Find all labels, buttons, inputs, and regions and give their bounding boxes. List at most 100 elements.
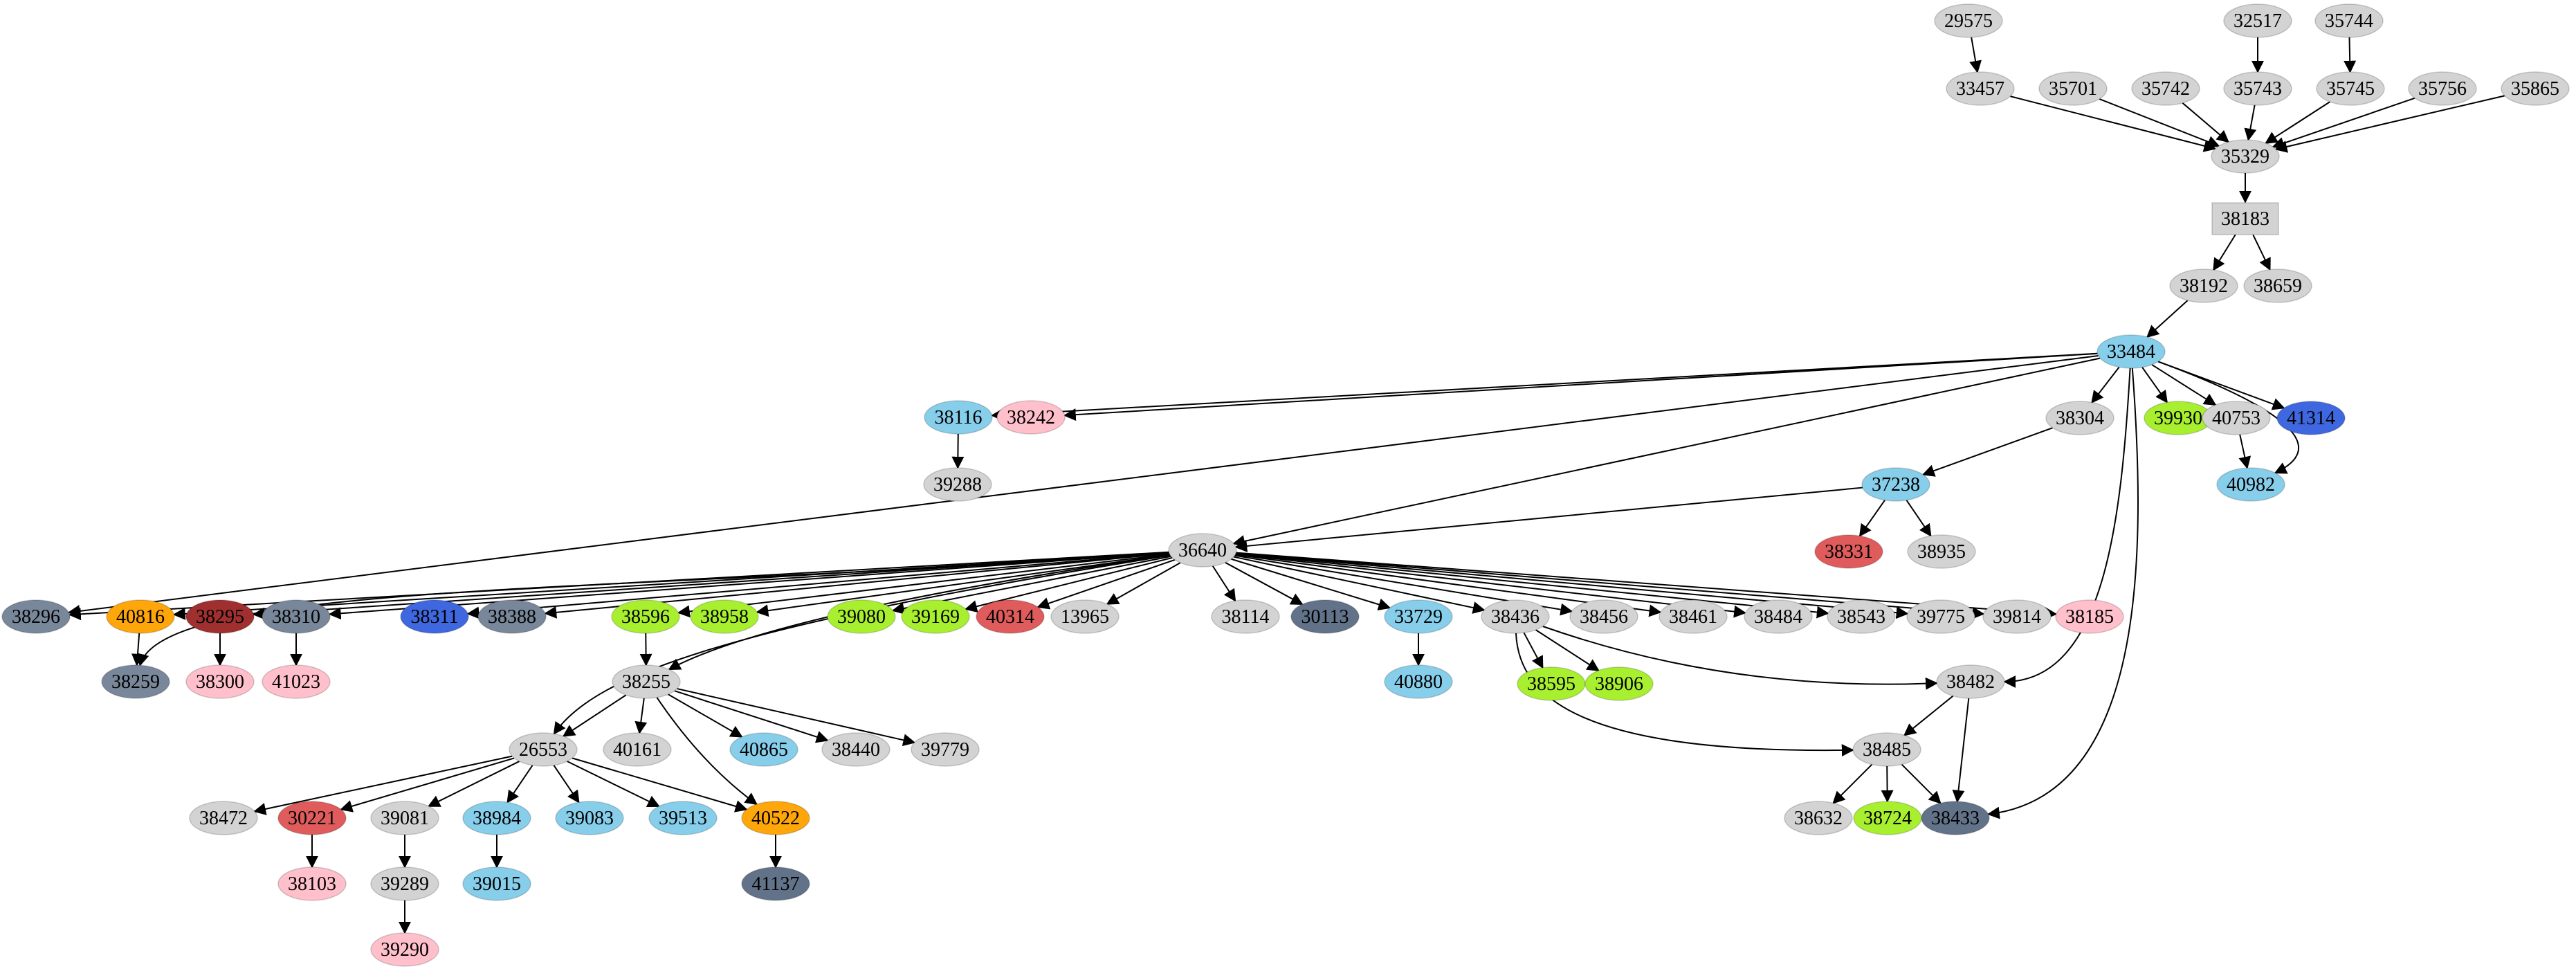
node-38659: 38659 <box>2243 269 2312 303</box>
node-38484: 38484 <box>1744 599 1813 634</box>
edge-38183-38659 <box>2252 234 2271 271</box>
node-38935: 38935 <box>1907 534 1976 569</box>
edge-36640-38311 <box>466 552 1169 619</box>
edge-38485-38433 <box>1901 763 1942 804</box>
node-39775: 39775 <box>1906 599 1975 634</box>
node-33484-ellipse <box>2097 334 2166 369</box>
edge-35745-35329 <box>2265 101 2330 144</box>
node-38456: 38456 <box>1569 599 1638 634</box>
edge-33484-38304 <box>2091 366 2120 403</box>
edge-38436-38595 <box>1523 632 1544 669</box>
node-39169-ellipse <box>901 599 970 634</box>
node-39289-ellipse <box>370 866 439 901</box>
node-39288-ellipse <box>923 467 992 502</box>
node-37238: 37238 <box>1861 467 1930 502</box>
node-38183: 38183 <box>2211 202 2279 235</box>
node-35329-ellipse <box>2211 139 2280 174</box>
node-33484: 33484 <box>2097 334 2166 369</box>
edge-38183-38192 <box>2213 234 2236 271</box>
node-39080-ellipse <box>827 599 896 634</box>
node-40865-ellipse <box>729 732 798 767</box>
node-38724-ellipse <box>1853 801 1922 835</box>
edge-36640-38114 <box>1212 565 1236 602</box>
edge-38436-38482 <box>1542 626 1938 690</box>
node-40522-ellipse <box>741 801 810 835</box>
node-38304: 38304 <box>2045 401 2114 435</box>
node-38659-ellipse <box>2243 269 2312 303</box>
node-29575: 29575 <box>1934 3 2003 38</box>
node-38296: 38296 <box>1 599 71 634</box>
node-40522: 40522 <box>741 801 810 835</box>
node-40161-ellipse <box>603 732 672 767</box>
node-38388-ellipse <box>477 599 547 634</box>
node-35329: 35329 <box>2211 139 2280 174</box>
edge-36640-40816 <box>172 552 1169 620</box>
edge-33484-38242 <box>1063 352 2098 421</box>
edge-38255-26553 <box>562 694 627 737</box>
node-39814: 39814 <box>1982 599 2052 634</box>
node-38906-ellipse <box>1584 666 1654 701</box>
node-38984: 38984 <box>462 801 531 835</box>
node-35745-ellipse <box>2316 71 2385 106</box>
node-38456-ellipse <box>1569 599 1638 634</box>
node-38595: 38595 <box>1517 666 1586 701</box>
node-39775-ellipse <box>1906 599 1975 634</box>
node-33729: 33729 <box>1384 599 1453 634</box>
node-38461-ellipse <box>1659 599 1728 634</box>
edge-38255-40865 <box>668 693 743 738</box>
node-40880-ellipse <box>1384 664 1453 699</box>
node-38484-ellipse <box>1744 599 1813 634</box>
node-38311: 38311 <box>400 599 469 634</box>
node-35743-ellipse <box>2223 71 2292 106</box>
edge-33484-38433 <box>1986 367 2139 819</box>
edge-26553-38472 <box>253 755 513 815</box>
edge-36640-38543 <box>1235 552 1829 619</box>
node-35701: 35701 <box>2038 71 2108 106</box>
edge-40816-38259 <box>131 633 144 666</box>
edge-38255-38440 <box>674 690 829 743</box>
edge-36640-26553 <box>553 554 1171 735</box>
node-40314-ellipse <box>976 599 1045 634</box>
node-38183-box <box>2211 202 2279 235</box>
node-38255-ellipse <box>612 664 681 699</box>
edge-26553-38984 <box>506 765 533 804</box>
node-38192: 38192 <box>2169 269 2238 303</box>
node-38331: 38331 <box>1814 534 1883 569</box>
node-38295: 38295 <box>185 599 255 634</box>
node-38114: 38114 <box>1211 599 1280 634</box>
edge-36640-39169 <box>964 556 1173 612</box>
node-41137: 41137 <box>741 866 810 901</box>
node-38185: 38185 <box>2055 599 2124 634</box>
node-38984-ellipse <box>462 801 531 835</box>
edge-36640-33729 <box>1231 558 1391 611</box>
edge-35756-35329 <box>2272 97 2415 149</box>
edge-36640-38958 <box>756 554 1170 617</box>
node-39083-ellipse <box>555 801 624 835</box>
node-38482-ellipse <box>1936 664 2005 699</box>
node-41137-ellipse <box>741 866 810 901</box>
edge-40753-40982 <box>2238 434 2251 469</box>
node-39081: 39081 <box>370 801 439 835</box>
node-40865: 40865 <box>729 732 798 767</box>
node-39290-ellipse <box>370 932 439 967</box>
node-38311-ellipse <box>400 599 469 634</box>
edge-38436-38906 <box>1535 629 1600 671</box>
edge-38304-37238 <box>1921 427 2053 477</box>
node-40753-ellipse <box>2202 401 2271 435</box>
node-38482: 38482 <box>1936 664 2005 699</box>
node-40816-ellipse <box>106 599 175 634</box>
edge-35865-35329 <box>2274 95 2505 153</box>
node-35742: 35742 <box>2131 71 2200 106</box>
edge-36640-38436 <box>1233 556 1486 614</box>
node-39081-ellipse <box>370 801 439 835</box>
node-36640: 36640 <box>1168 533 1237 568</box>
node-38388: 38388 <box>477 599 547 634</box>
node-38433-ellipse <box>1921 801 1990 835</box>
node-39015: 39015 <box>462 866 531 901</box>
edge-35743-35329 <box>2244 105 2257 141</box>
node-38632: 38632 <box>1784 801 1853 835</box>
node-38436: 38436 <box>1481 599 1550 634</box>
edge-36640-30113 <box>1225 561 1304 606</box>
